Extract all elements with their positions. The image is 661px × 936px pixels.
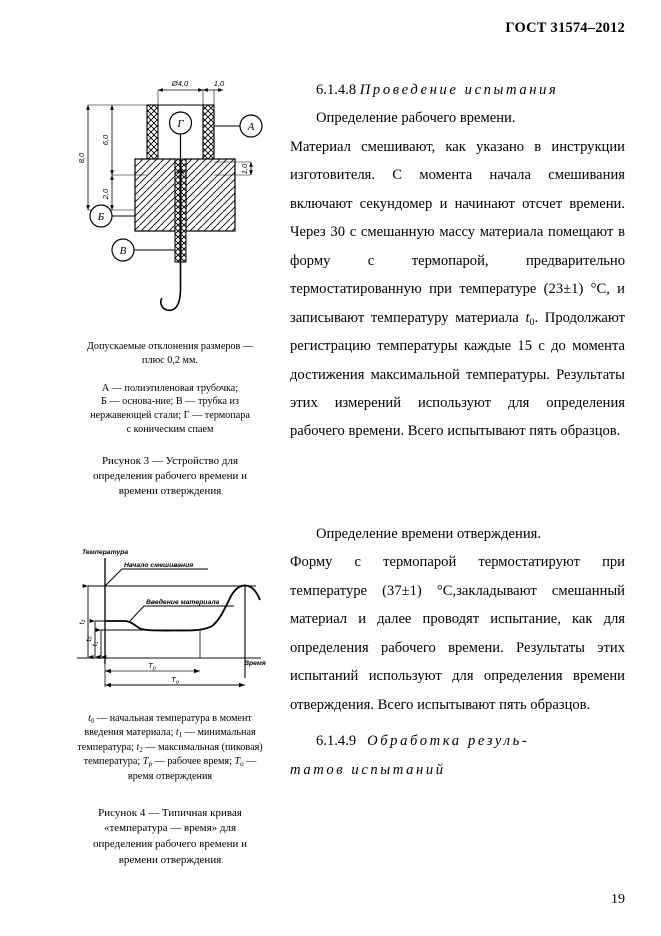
page-number: 19 [611,892,625,907]
figure-4-caption: Рисунок 4 — Типичная кривая «температура… [55,806,285,868]
figure3-callout-b-label: Б [97,211,105,223]
figure-4-chart: Температура Время Начало смешивания Введ… [55,546,285,698]
figure-4-legend-line-4: температура; Tр — рабочее время; Tо — [83,756,257,769]
page-header-standard-title: ГОСТ 31574–2012 [505,20,625,36]
figure-4-legend-line-2: введения материала; t1 — минимальная [84,727,256,740]
figure-3-legend-line-1: А — полиэтиленовая трубочка; [101,382,239,394]
figure-3-drawing: Ø4,0 1,0 8,0 6,0 2,0 1,0 А [55,72,285,334]
paragraph-spacer [290,446,625,520]
paragraph-working-time-procedure: Материал смешивают, как указано в инстру… [290,138,625,440]
figure3-dim-diameter-top: Ø4,0 [171,79,189,88]
figure-4-legend: t0 — начальная температура в момент введ… [55,712,285,784]
figure4-label-Tp: Tр [148,661,156,672]
figure4-annotation-mix-start: Начало смешивания [124,562,193,569]
section-heading-6-1-4-8: 6.1.4.8 Проведение испытания [290,76,625,104]
figure4-annotation-material-intro: Введение материала [146,598,220,606]
figure3-callout-g [168,111,193,135]
section-heading-6-1-4-9-cont: татов испытаний [290,756,625,784]
figure-3-caption-line-1: Рисунок 3 — Устройство для [101,454,239,467]
figure-4-caption-line-4: времени отверждения [118,853,222,866]
figure4-label-To: Tо [171,675,179,686]
figure-3-caption: Рисунок 3 — Устройство для определения р… [55,454,285,500]
figure-3-note-line-2: плюс 0,2 мм. [142,354,198,366]
figure3-callout-g-label: Г [176,118,184,130]
section-title-6-1-4-9-line-2: татов испытаний [290,761,446,778]
figure-3-tolerance-note: Допускаемые отклонения размеров — плюс 0… [55,340,285,368]
figure4-label-t1: t₁ [90,641,99,646]
figure3-dim-wall-top: 1,0 [214,79,225,88]
figure-3-legend-line-2: Б — основа-ние; В — трубка из [100,396,240,408]
section-heading-6-1-4-9: 6.1.4.9 Обработка резуль- [290,727,625,755]
figure-3-legend: А — полиэтиленовая трубочка; Б — основа-… [55,382,285,437]
figure-3-legend-line-3: нержавеющей стали; Г — термопара [90,410,250,422]
figure3-dim-wall-right: 1,0 [240,163,249,174]
figure3-callout-v-label: В [120,245,127,257]
figure3-dim-height-inner: 6,0 [101,134,110,145]
figure4-label-t0: t₀ [84,636,93,641]
figure-4-legend-line-3: температура; t2 — максимальная (пиковая) [77,741,263,754]
subheading-setting-time: Определение времени отверждения. [316,525,542,542]
subheading-working-time: Определение рабочего времени. [316,110,516,127]
left-column: Ø4,0 1,0 8,0 6,0 2,0 1,0 А [55,72,285,868]
figure-3-caption-line-2: определения рабочего времени и [93,469,247,482]
figure-4-legend-line-5: время отверждения [127,770,213,782]
figure-4-caption-line-1: Рисунок 4 — Типичная кривая [98,806,242,819]
right-column-body-text: 6.1.4.8 Проведение испытания Определение… [290,76,625,784]
figure4-label-t2: t₂ [77,619,86,624]
paragraph-setting-time-procedure: Форму с термопарой термостатируют при те… [290,554,625,713]
figure-3-caption-line-3: времени отверждения [118,485,222,498]
paragraph-spacer-2 [290,719,625,727]
section-title-6-1-4-8: Проведение испытания [359,82,559,98]
figure4-x-axis-label: Время [244,660,266,667]
figure-3-note-line-1: Допускаемые отклонения размеров — [86,341,254,352]
section-title-6-1-4-9-line-1: Обработка резуль- [367,733,530,750]
figure4-y-axis-label: Температура [82,549,128,556]
figure-4-caption-line-3: определения рабочего времени и [93,838,247,851]
figure-4-caption-line-2: «температура — время» для [103,822,237,835]
figure-4-legend-line-1: t0 — начальная температура в момент [88,712,252,725]
figure3-dim-height-base: 2,0 [101,188,110,200]
figure-3-legend-line-4: с коническим спаем [126,423,214,435]
section-number-6-1-4-8: 6.1.4.8 [316,82,357,98]
figure3-dim-height-total: 8,0 [77,152,86,163]
section-number-6-1-4-9: 6.1.4.9 [316,733,357,750]
figure3-callout-a-label: А [247,121,255,133]
